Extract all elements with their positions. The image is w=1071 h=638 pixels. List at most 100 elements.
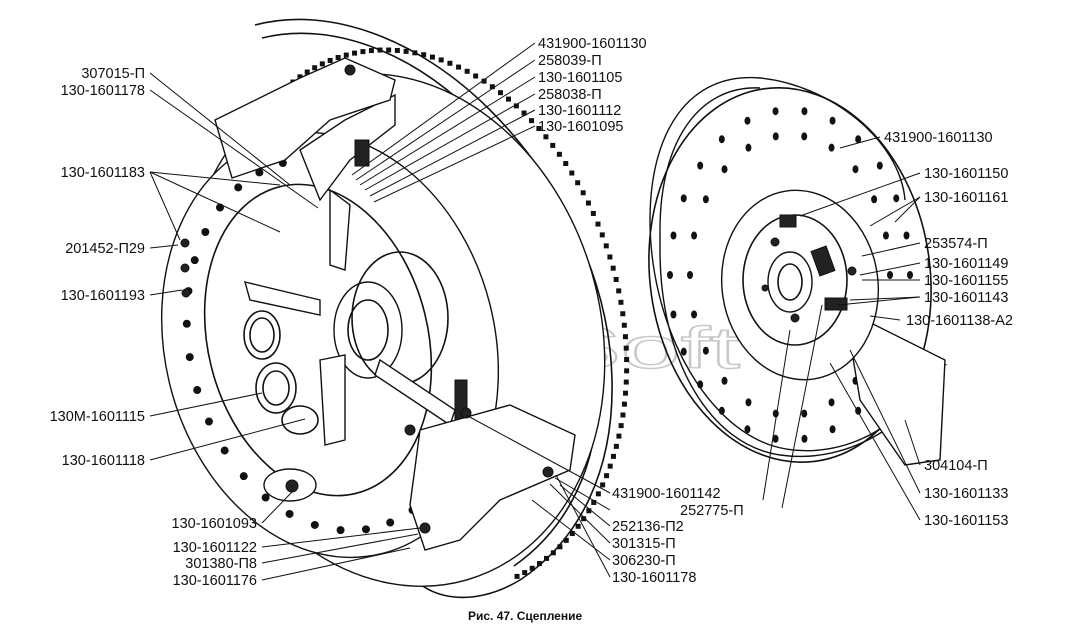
gear-tooth [623, 379, 629, 385]
part-label: 130-1601178 [612, 570, 696, 586]
gear-tooth [600, 482, 606, 488]
part-label: 130-1601095 [538, 119, 623, 135]
disc-hub [767, 251, 813, 313]
gear-tooth [607, 254, 613, 260]
part-label: 130-1601183 [61, 165, 145, 181]
rivet-hole [680, 194, 687, 203]
disc-outer-edge [649, 76, 948, 457]
rivet-hole [852, 165, 859, 174]
rivet-hole [744, 425, 751, 434]
cover-strap-bottom [409, 404, 576, 551]
cover-hole [193, 386, 202, 395]
part-label: 130-1601112 [538, 103, 621, 119]
gear-tooth [377, 47, 383, 53]
gear-tooth [569, 531, 575, 537]
gear-tooth [506, 96, 512, 102]
hub [333, 281, 403, 379]
cover-hole [201, 228, 210, 237]
gear-tooth [575, 180, 581, 186]
part-label: 301380-П8 [185, 556, 257, 572]
gear-tooth [536, 561, 542, 567]
gear-tooth [327, 57, 333, 63]
part-label: 301315-П [612, 536, 676, 552]
part-label: 130-1601138-А2 [906, 313, 1013, 329]
gear-tooth [623, 390, 629, 396]
part-label: 201452-П29 [65, 241, 145, 257]
part-label: 304104-П [924, 458, 988, 474]
rivet-hole [829, 116, 836, 125]
rivet-hole [828, 398, 835, 407]
gear-tooth [464, 68, 470, 74]
rivet-hole [871, 195, 878, 204]
rivet-hole [828, 143, 835, 152]
gear-tooth [544, 555, 550, 561]
gear-tooth [343, 52, 349, 58]
rivet-hole [882, 231, 889, 240]
pressure-springs [243, 310, 319, 435]
gear-tooth [319, 61, 325, 67]
rivet-hole [721, 165, 728, 174]
gear-tooth [513, 103, 519, 109]
rivet-hole [801, 107, 808, 116]
rivet-hole [718, 406, 725, 415]
rivet-hole [855, 135, 862, 144]
gear-tooth [456, 64, 462, 70]
gear-tooth [550, 550, 556, 556]
gear-tooth [529, 565, 535, 571]
rivet-hole [697, 380, 704, 389]
part-label: 130-1601150 [924, 166, 1008, 182]
part-label: 130-1601093 [172, 516, 257, 532]
rivet-hole [691, 231, 698, 240]
gear-tooth [586, 508, 592, 514]
rivet-hole [718, 135, 725, 144]
gear-tooth [603, 243, 609, 249]
part-label: 431900-1601130 [884, 130, 993, 146]
ring-gear [254, 18, 613, 599]
gear-tooth [569, 170, 575, 176]
rivet-hole [670, 310, 677, 319]
gear-tooth [604, 473, 610, 479]
rivet-hole [907, 271, 913, 279]
rivet-hole [772, 434, 779, 443]
gear-tooth [489, 84, 495, 90]
rivet-hole [702, 346, 709, 355]
gear-tooth [624, 357, 630, 363]
part-label: 130-1601149 [924, 256, 1008, 272]
gear-tooth [498, 90, 504, 96]
part-label: 306230-П [612, 553, 676, 569]
rivet-hole [680, 347, 687, 356]
rivet-hole [876, 161, 883, 170]
gear-tooth [590, 210, 596, 216]
gear-tooth [620, 311, 626, 317]
part-label: 130-1601118 [62, 453, 145, 469]
gear-tooth [403, 48, 409, 54]
part-label: 431900-1601142 [612, 486, 721, 502]
gear-tooth [550, 142, 556, 148]
part-label: 130-1601105 [538, 70, 622, 86]
cover-hole [234, 183, 243, 192]
gear-tooth [616, 288, 622, 294]
left-labels: 307015-П 130-1601178 130-1601183 201452-… [50, 66, 257, 589]
rivet-hole [893, 194, 900, 203]
rivet-hole [745, 143, 752, 152]
gear-tooth [429, 54, 435, 60]
part-label: 130-1601153 [924, 513, 1008, 529]
gear-tooth [421, 52, 427, 58]
rivet-hole [887, 271, 893, 279]
gear-tooth [585, 200, 591, 206]
rivet-hole [744, 116, 751, 125]
cover-hole [185, 353, 194, 362]
friction-rivet-holes [667, 107, 913, 443]
gear-tooth [394, 47, 400, 53]
gear-tooth [368, 48, 374, 54]
gear-tooth [557, 544, 563, 550]
gear-tooth [335, 55, 341, 61]
rivet-hole [801, 132, 808, 141]
gear-tooth [438, 57, 444, 63]
lining-cutaway [844, 308, 946, 466]
cover-hole [190, 256, 199, 265]
part-label: 130-1601122 [173, 540, 257, 556]
part-label: 130-1601133 [924, 486, 1008, 502]
leader-lines [149, 42, 921, 581]
